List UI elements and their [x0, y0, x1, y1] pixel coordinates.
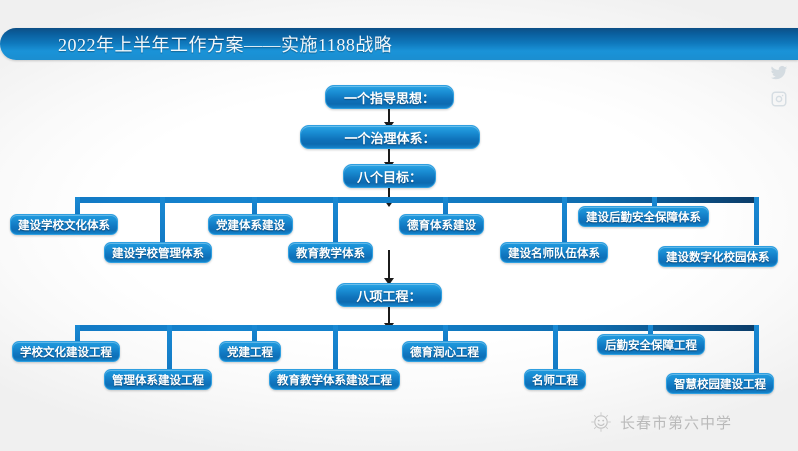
node-eight-projects[interactable]: 八项工程： — [336, 283, 442, 307]
projects-drop-1 — [75, 325, 80, 345]
connector-bar-to-projects — [388, 250, 390, 282]
node-project-7[interactable]: 后勤安全保障工程 — [597, 334, 705, 355]
node-guiding-thought[interactable]: 一个指导思想： — [325, 85, 454, 109]
node-goal-5[interactable]: 德育体系建设 — [399, 214, 484, 235]
node-governance-system[interactable]: 一个治理体系： — [300, 125, 480, 149]
node-project-1[interactable]: 学校文化建设工程 — [12, 341, 120, 362]
node-eight-goals[interactable]: 八个目标： — [343, 164, 436, 188]
arrow-head-4 — [384, 278, 394, 285]
projects-drop-6 — [553, 325, 558, 373]
arrow-head-3 — [384, 200, 394, 207]
connector-head1-head2 — [388, 109, 390, 125]
title-bar — [0, 28, 798, 60]
goals-drop-5 — [443, 197, 448, 217]
node-goal-6[interactable]: 建设名师队伍体系 — [500, 242, 608, 263]
goals-drop-1 — [75, 197, 80, 217]
connector-projects-to-bar — [388, 307, 390, 327]
projects-drop-5 — [443, 325, 448, 345]
node-project-2[interactable]: 管理体系建设工程 — [104, 369, 212, 390]
goals-drop-2 — [160, 197, 165, 245]
goals-drop-4 — [333, 197, 338, 245]
connector-head2-head3 — [388, 149, 390, 165]
projects-drop-4 — [333, 325, 338, 373]
school-logo-icon — [589, 410, 613, 434]
watermark: 长春市第六中学 — [589, 410, 732, 434]
node-project-5[interactable]: 德育润心工程 — [402, 341, 487, 362]
node-goal-2[interactable]: 建设学校管理体系 — [104, 242, 212, 263]
goals-drop-3 — [252, 197, 257, 217]
projects-drop-3 — [252, 325, 257, 345]
instagram-icon[interactable] — [770, 90, 788, 108]
node-project-3[interactable]: 党建工程 — [219, 341, 281, 362]
node-goal-3[interactable]: 党建体系建设 — [208, 214, 293, 235]
projects-distribution-bar — [75, 325, 759, 331]
connector-goals-to-bar — [388, 188, 390, 204]
page-title: 2022年上半年工作方案——实施1188战略 — [58, 35, 393, 55]
node-goal-1[interactable]: 建设学校文化体系 — [10, 214, 118, 235]
node-goal-4[interactable]: 教育教学体系 — [288, 242, 373, 263]
twitter-icon[interactable] — [770, 64, 788, 82]
projects-drop-8 — [754, 325, 759, 373]
projects-drop-2 — [167, 325, 172, 373]
goals-drop-8 — [754, 197, 759, 245]
node-project-8[interactable]: 智慧校园建设工程 — [666, 373, 774, 394]
node-goal-7[interactable]: 建设后勤安全保障体系 — [578, 206, 709, 227]
goals-distribution-bar — [75, 197, 759, 203]
goals-drop-6 — [562, 197, 567, 245]
node-goal-8[interactable]: 建设数字化校园体系 — [658, 246, 778, 267]
watermark-text: 长春市第六中学 — [620, 415, 733, 432]
node-project-4[interactable]: 教育教学体系建设工程 — [269, 369, 400, 390]
node-project-6[interactable]: 名师工程 — [524, 369, 586, 390]
